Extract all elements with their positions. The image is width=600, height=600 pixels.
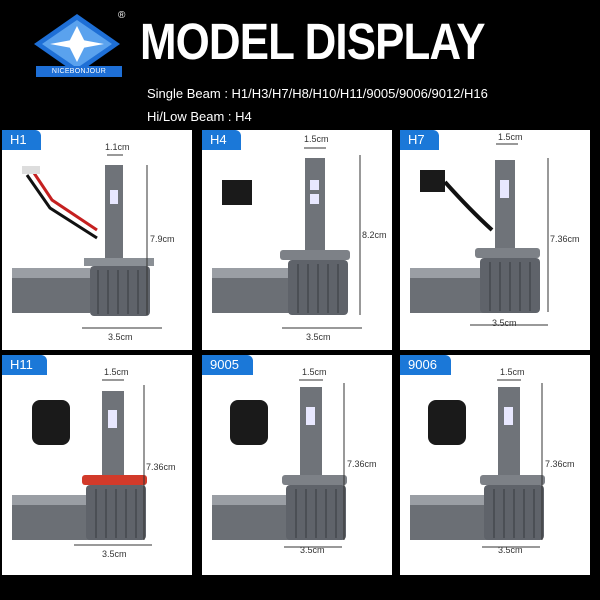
height-dimension: 8.2cm <box>362 230 387 240</box>
height-dimension: 7.36cm <box>146 462 176 472</box>
model-tag: H11 <box>2 355 47 375</box>
model-panel-9006: 9006 1.5cm 7.36cm 3.5cm <box>400 355 590 575</box>
height-dimension: 7.36cm <box>550 234 580 244</box>
bulb-illustration: 1.5cm 7.36cm 3.5cm <box>410 132 580 328</box>
brand-logo <box>34 14 120 74</box>
base-dimension: 3.5cm <box>492 318 517 328</box>
base-dimension: 3.5cm <box>306 332 331 342</box>
height-dimension: 7.36cm <box>545 459 575 469</box>
base-dimension: 3.5cm <box>102 549 127 559</box>
hilow-beam-text: Hi/Low Beam : H4 <box>147 109 252 124</box>
top-dimension: 1.5cm <box>498 132 523 142</box>
base-dimension: 3.5cm <box>498 545 523 555</box>
top-dimension: 1.5cm <box>302 367 327 377</box>
height-dimension: 7.9cm <box>150 234 175 244</box>
single-beam-text: Single Beam : H1/H3/H7/H8/H10/H11/9005/9… <box>147 86 488 101</box>
model-tag: 9005 <box>202 355 253 375</box>
model-panel-h11: H11 1.5cm 7.36cm 3.5cm <box>2 355 192 575</box>
base-dimension: 3.5cm <box>108 332 133 342</box>
model-panel-h4: H4 1.5cm 8.2cm 3.5cm <box>202 130 392 350</box>
model-tag: H1 <box>2 130 41 150</box>
bulb-illustration: 1.5cm 7.36cm 3.5cm <box>410 367 575 555</box>
bulb-illustration: 1.5cm 7.36cm 3.5cm <box>12 367 176 559</box>
top-dimension: 1.5cm <box>304 134 329 144</box>
top-dimension: 1.5cm <box>500 367 525 377</box>
model-panel-h1: H1 1.1cm 7.9cm 3.5cm <box>2 130 192 350</box>
base-dimension: 3.5cm <box>300 545 325 555</box>
model-tag: 9006 <box>400 355 451 375</box>
bulb-illustration: 1.1cm 7.9cm 3.5cm <box>12 142 175 342</box>
top-dimension: 1.5cm <box>104 367 129 377</box>
model-panel-9005: 9005 1.5cm 7.36cm 3.5cm <box>202 355 392 575</box>
page-title: MODEL DISPLAY <box>140 13 486 70</box>
model-tag: H7 <box>400 130 439 150</box>
bulb-illustration: 1.5cm 8.2cm 3.5cm <box>212 134 387 342</box>
model-panel-h7: H7 1.5cm 7.36cm 3.5cm <box>400 130 590 350</box>
height-dimension: 7.36cm <box>347 459 377 469</box>
top-dimension: 1.1cm <box>105 142 130 152</box>
brand-name: NICEBONJOUR <box>36 66 122 77</box>
bulb-illustration: 1.5cm 7.36cm 3.5cm <box>212 367 377 555</box>
registered-mark: ® <box>118 10 126 21</box>
model-tag: H4 <box>202 130 241 150</box>
